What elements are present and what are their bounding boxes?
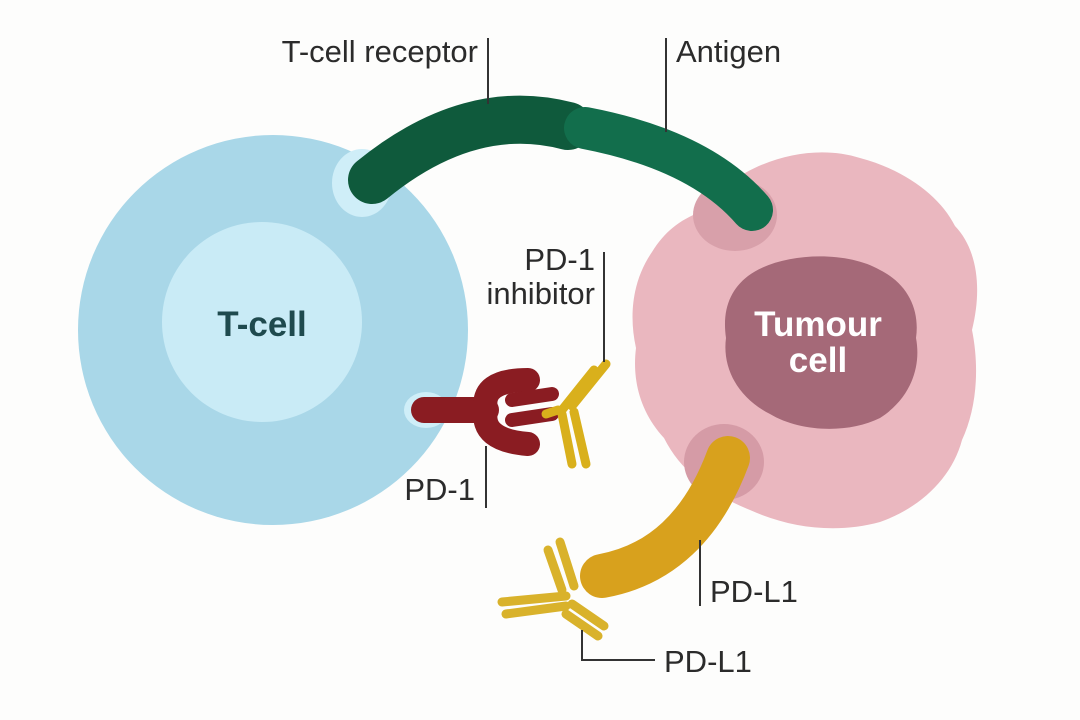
- tumour-cell-label-line2: cell: [789, 341, 847, 380]
- t-cell-label: T-cell: [217, 305, 306, 344]
- tumour-cell: Tumour cell: [632, 152, 978, 529]
- pdl1-molecule: [580, 436, 750, 598]
- leader-pdl1-lower: [581, 630, 655, 661]
- label-pdl1-lower: PD-L1: [664, 644, 752, 679]
- pd1-molecule: [411, 368, 559, 456]
- leader-lines: [485, 38, 701, 661]
- t-cell-nucleus: [162, 222, 362, 422]
- label-pd1-inhibitor-line1: PD-1: [524, 242, 595, 277]
- t-cell: T-cell: [78, 135, 468, 525]
- label-antigen: Antigen: [676, 34, 781, 69]
- t-cell-receptor-shape: [348, 95, 592, 204]
- pd1-inhibitor-antibody: [541, 359, 611, 469]
- label-pd1: PD-1: [404, 472, 475, 507]
- labels: T-cell receptor Antigen PD-1 inhibitor P…: [282, 34, 798, 679]
- tumour-cell-label-line1: Tumour: [754, 305, 882, 344]
- label-pd1-inhibitor-line2: inhibitor: [486, 276, 595, 311]
- receptor-antigen-complex: [348, 95, 773, 231]
- antigen-shape: [564, 107, 773, 231]
- tumour-cell-nucleus: [724, 256, 918, 429]
- label-pdl1-upper: PD-L1: [710, 574, 798, 609]
- label-t-cell-receptor: T-cell receptor: [282, 34, 478, 69]
- pdl1-antibody: [497, 537, 609, 641]
